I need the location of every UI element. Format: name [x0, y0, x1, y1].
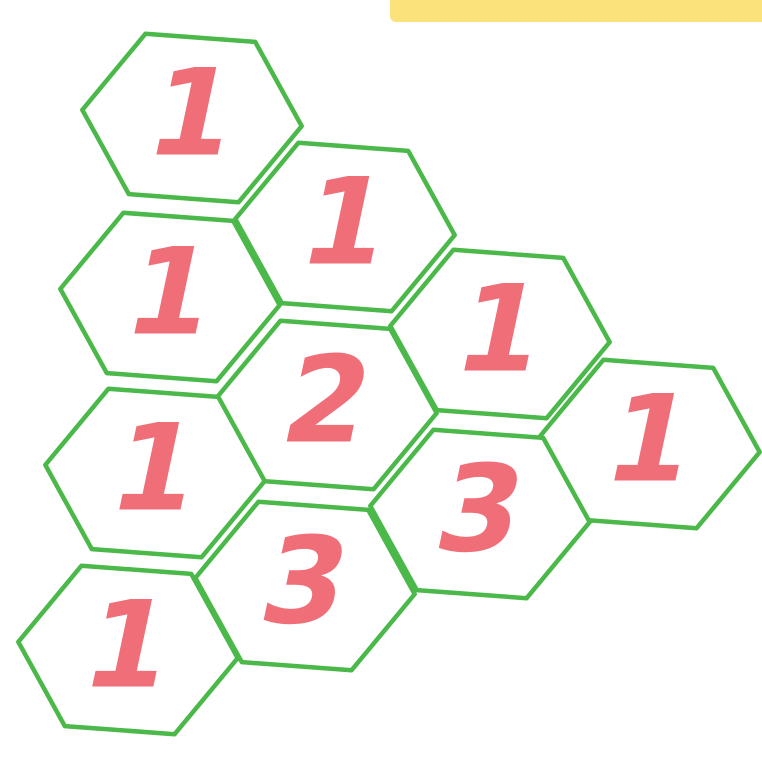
- top-banner: [390, 0, 762, 22]
